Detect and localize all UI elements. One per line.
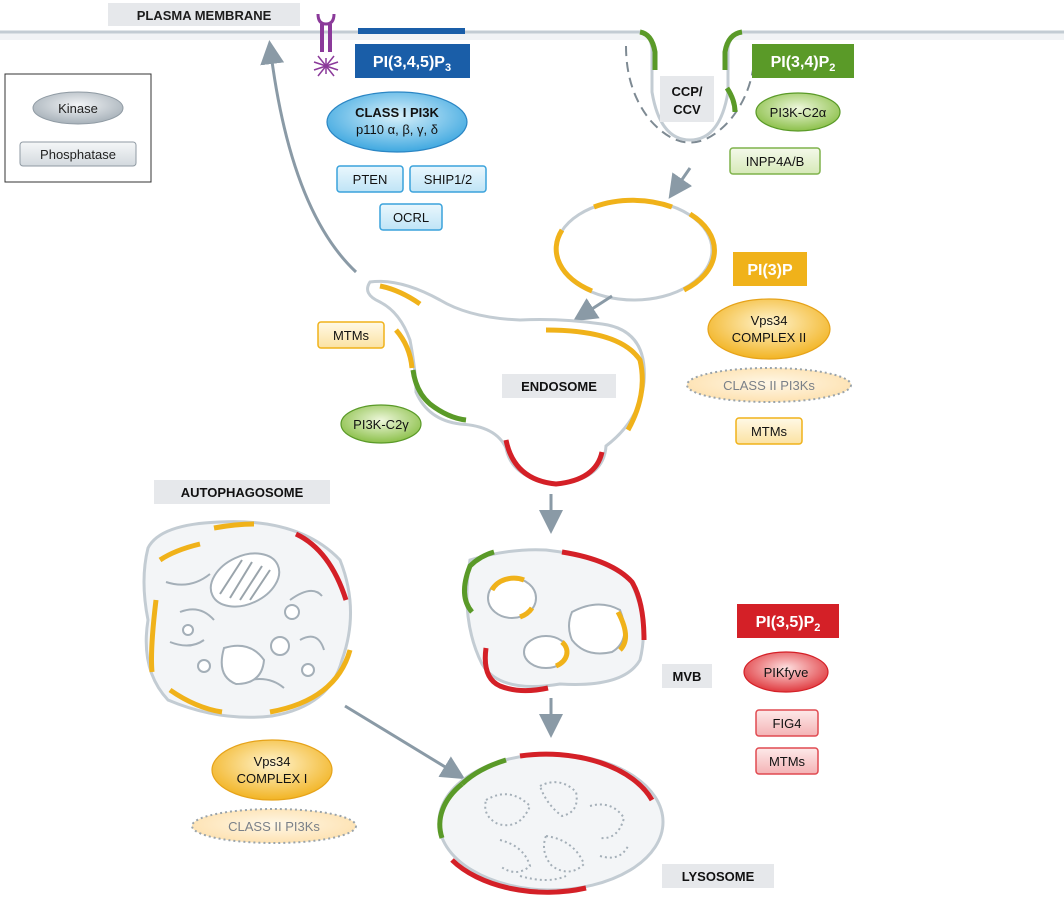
svg-text:OCRL: OCRL <box>393 210 429 225</box>
pi345p3-label: PI(3,4,5)P3 <box>355 44 470 78</box>
legend-kinase-label: Kinase <box>58 101 98 116</box>
lysosome-label: LYSOSOME <box>662 864 774 888</box>
svg-text:PI3K-C2α: PI3K-C2α <box>770 105 827 120</box>
autophagosome-label: AUTOPHAGOSOME <box>154 480 330 504</box>
svg-text:CLASS II PI3Ks: CLASS II PI3Ks <box>723 378 815 393</box>
svg-text:ENDOSOME: ENDOSOME <box>521 379 597 394</box>
svg-text:LYSOSOME: LYSOSOME <box>682 869 755 884</box>
recycling-arrow <box>260 40 358 274</box>
ccp-label: CCP/ CCV <box>660 76 714 122</box>
svg-text:PI(3,5)P2: PI(3,5)P2 <box>756 614 821 634</box>
svg-text:PI(3)P: PI(3)P <box>747 262 793 279</box>
autophagosome-to-lysosome-arrow <box>344 704 466 780</box>
mvb-label: MVB <box>662 664 712 688</box>
svg-text:MTMs: MTMs <box>751 424 788 439</box>
svg-text:PIKfyve: PIKfyve <box>764 665 809 680</box>
svg-text:CCV: CCV <box>673 102 701 117</box>
pi3k-c2g-kinase: PI3K-C2γ <box>340 404 422 444</box>
svg-text:INPP4A/B: INPP4A/B <box>746 154 805 169</box>
class1-pi3k-kinase: CLASS I PI3K p110 α, β, γ, δ <box>326 91 468 153</box>
svg-text:MTMs: MTMs <box>769 754 806 769</box>
ccv-to-vesicle-arrow <box>668 167 693 199</box>
class-ii-pi3ks-right: CLASS II PI3Ks <box>686 367 852 403</box>
svg-text:PI(3,4,5)P3: PI(3,4,5)P3 <box>373 54 451 74</box>
svg-text:Vps34: Vps34 <box>751 313 788 328</box>
svg-text:FIG4: FIG4 <box>773 716 802 731</box>
ship12-phosphatase: SHIP1/2 <box>409 165 487 193</box>
mvb <box>462 548 647 694</box>
svg-text:MTMs: MTMs <box>333 328 370 343</box>
vesicle-to-endosome-arrow <box>572 294 613 322</box>
svg-text:CLASS I PI3K: CLASS I PI3K <box>355 105 439 120</box>
pi34p2-label: PI(3,4)P2 <box>752 44 854 78</box>
endosome-label: ENDOSOME <box>502 374 616 398</box>
pi3p-label: PI(3)P <box>733 252 807 286</box>
svg-text:CLASS II PI3Ks: CLASS II PI3Ks <box>228 819 320 834</box>
mtms-red-phosphatase: MTMs <box>755 747 819 775</box>
lysosome <box>437 751 665 895</box>
svg-text:COMPLEX I: COMPLEX I <box>237 771 308 786</box>
svg-text:SHIP1/2: SHIP1/2 <box>424 172 472 187</box>
svg-text:PTEN: PTEN <box>353 172 388 187</box>
legend-phosphatase-shape <box>19 141 137 167</box>
pi3k-c2a-kinase: PI3K-C2α <box>755 92 841 132</box>
plasma-membrane <box>0 28 1064 40</box>
class-ii-pi3ks-left: CLASS II PI3Ks <box>191 808 357 844</box>
autophagosome <box>142 520 353 719</box>
legend: Kinase Phosphatase <box>4 73 152 183</box>
pten-phosphatase: PTEN <box>336 165 404 193</box>
mtms-left-phosphatase: MTMs <box>317 321 385 349</box>
vps34-complex-ii-kinase: Vps34 COMPLEX II <box>707 298 831 360</box>
svg-text:AUTOPHAGOSOME: AUTOPHAGOSOME <box>181 485 304 500</box>
fig4-phosphatase: FIG4 <box>755 709 819 737</box>
svg-text:PI3K-C2γ: PI3K-C2γ <box>353 417 409 432</box>
vps34-complex-i-kinase: Vps34 COMPLEX I <box>211 739 333 801</box>
inpp4ab-phosphatase: INPP4A/B <box>729 147 821 175</box>
early-vesicle <box>553 197 717 302</box>
svg-text:Vps34: Vps34 <box>254 754 291 769</box>
svg-text:PI(3,4)P2: PI(3,4)P2 <box>771 54 836 74</box>
svg-text:PLASMA MEMBRANE: PLASMA MEMBRANE <box>137 8 272 23</box>
legend-phosphatase-label: Phosphatase <box>40 147 116 162</box>
receptor-icon <box>313 13 339 77</box>
pi35p2-label: PI(3,5)P2 <box>737 604 839 638</box>
pikfyve-kinase: PIKfyve <box>743 651 829 693</box>
svg-text:p110 α, β, γ, δ: p110 α, β, γ, δ <box>356 122 438 137</box>
svg-text:MVB: MVB <box>673 669 702 684</box>
svg-text:COMPLEX II: COMPLEX II <box>732 330 806 345</box>
legend-kinase-shape <box>32 91 124 125</box>
svg-text:CCP/: CCP/ <box>671 84 702 99</box>
ocrl-phosphatase: OCRL <box>379 203 443 231</box>
mtms-right-phosphatase: MTMs <box>735 417 803 445</box>
plasma-membrane-label: PLASMA MEMBRANE <box>108 3 300 26</box>
